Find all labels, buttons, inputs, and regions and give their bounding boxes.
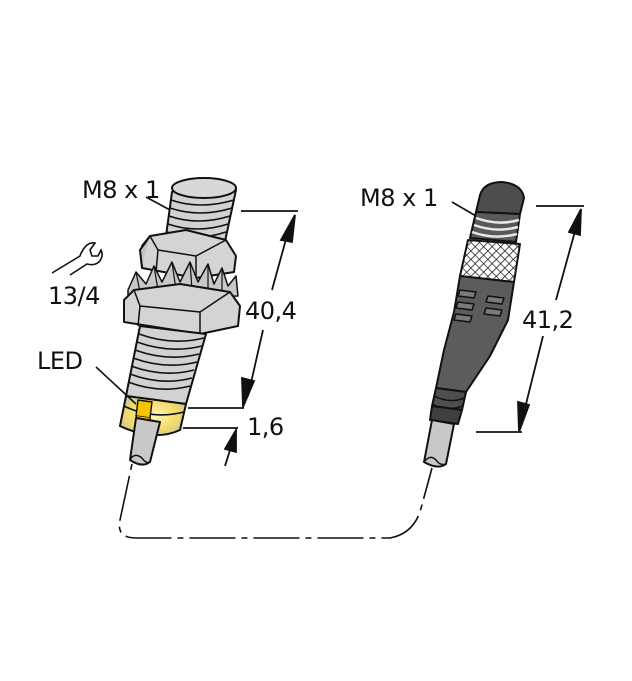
sensor-length-label: 40,4 [245,297,297,325]
connector-grip-ridges [453,289,505,323]
wrench-size-label: 13/4 [48,282,100,310]
dimension-40-4 [183,210,298,467]
sensor-cable [129,417,161,466]
sensor-bottom-nut [123,283,241,335]
connector-length-label: 41,2 [522,306,574,334]
sensor-top-nut [139,229,237,279]
sensor-body [119,177,241,466]
connector-thread-leader [451,201,477,217]
sensor-thread-label: M8 x 1 [82,176,160,204]
sensor-offset-label: 1,6 [247,413,284,441]
connector-body [423,181,525,468]
dimension-41-2 [476,205,584,433]
sensor-lower-thread [125,325,207,405]
led-label: LED [37,347,83,375]
connector-knurl [459,239,521,283]
connector-cable [423,419,455,468]
cable-link-line [118,463,433,539]
connector-thread-label: M8 x 1 [360,184,438,212]
led-indicator [135,399,153,419]
wrench-icon [51,242,103,276]
led-leader [95,366,137,405]
sensor-thread-leader [145,196,171,211]
